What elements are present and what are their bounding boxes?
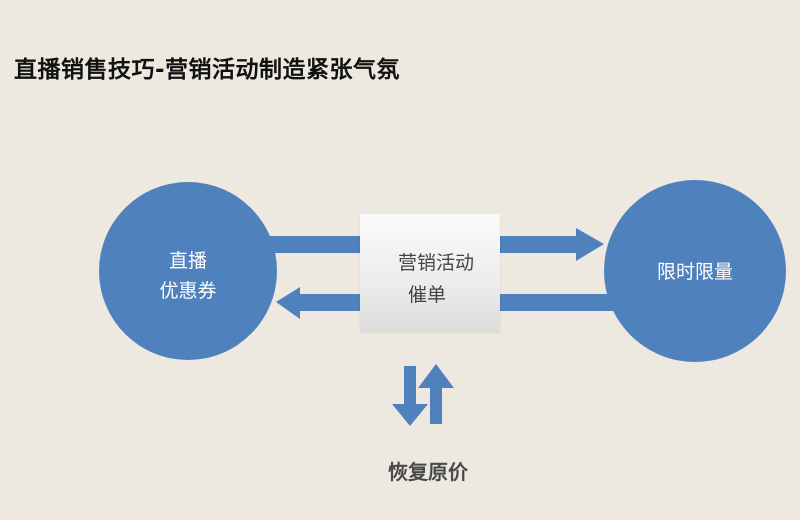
bottom-label: 恢复原价	[388, 460, 468, 484]
arrow-center-to-right	[500, 228, 604, 261]
node-left-circle	[99, 182, 277, 360]
node-left-line1: 直播	[168, 250, 207, 272]
center-box	[360, 214, 500, 332]
node-left-line2: 优惠券	[159, 280, 217, 302]
arrow-left-to-center	[262, 236, 360, 253]
node-left-label: 直播 优惠券	[148, 246, 228, 306]
up-down-arrows-icon	[392, 364, 454, 426]
node-right-label: 限时限量	[656, 261, 733, 283]
center-label-line2: 催单	[408, 284, 447, 306]
arrow-center-to-left	[276, 287, 360, 319]
node-right-circle	[604, 180, 786, 362]
page-title: 直播销售技巧-营销活动制造紧张气氛	[14, 57, 401, 83]
arrow-right-to-center	[500, 294, 614, 311]
center-label-line1: 营销活动	[398, 252, 475, 274]
